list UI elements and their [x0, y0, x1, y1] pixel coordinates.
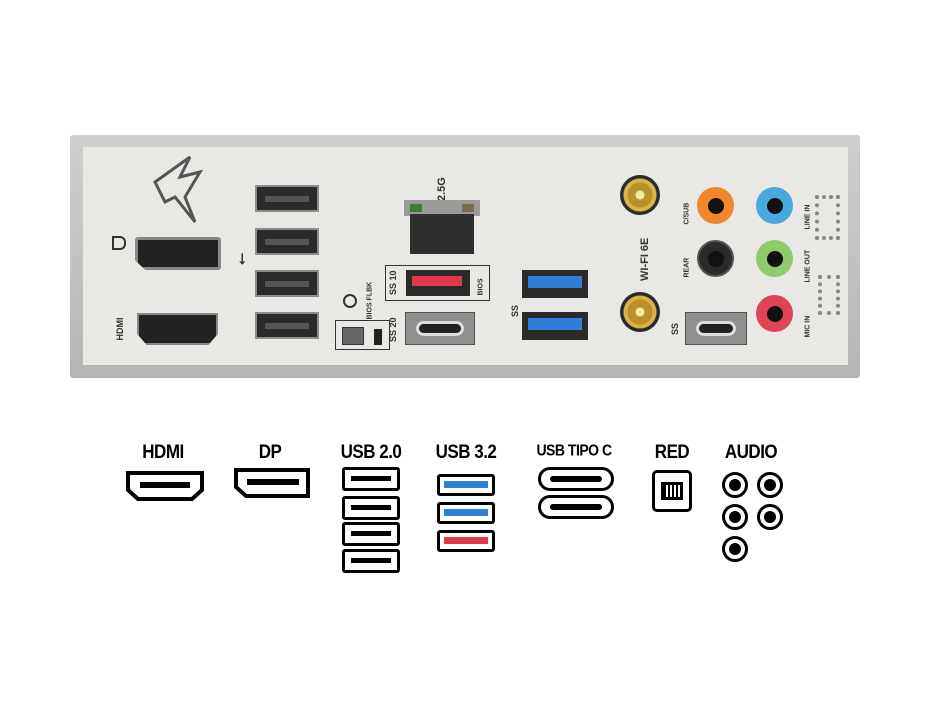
- mic-in-audio-jack: [756, 295, 793, 332]
- usb2-icon: [342, 522, 400, 546]
- usb2-icon: [342, 549, 400, 573]
- rear-label: REAR: [683, 257, 691, 278]
- ss-label-right: SS: [670, 322, 680, 335]
- line-in-label: LINE IN: [804, 204, 812, 230]
- usb-c-port: [405, 312, 475, 345]
- usb-bios-port-box: [385, 265, 490, 301]
- usb2-icon: [342, 467, 400, 491]
- usb32-blue-icon: [437, 474, 495, 496]
- wifi-antenna-connector: [620, 292, 660, 332]
- usb32-port-blue: [522, 270, 588, 298]
- ss10-label: SS 10: [388, 270, 398, 295]
- audio-jack-icon: [722, 536, 748, 562]
- hdmi-port: [137, 313, 218, 345]
- rog-logo-icon: [153, 155, 204, 223]
- audio-jack-icon: [722, 472, 748, 498]
- refresh-icon: [343, 294, 357, 308]
- displayport-port: [135, 237, 221, 270]
- pixel-art-decoration-icon: [815, 195, 840, 240]
- audio-jack-icon: [757, 472, 783, 498]
- usb32-red-icon: [437, 530, 495, 552]
- audio-jack-icon: [757, 504, 783, 530]
- usb2-port: [255, 228, 319, 255]
- legend-label-usb32: USB 3.2: [435, 440, 497, 463]
- mic-in-label: MIC IN: [804, 315, 812, 338]
- line-out-label: LINE OUT: [804, 249, 812, 283]
- wifi-antenna-connector: [620, 175, 660, 215]
- rear-audio-jack: [697, 240, 734, 277]
- usb2-port: [255, 312, 319, 339]
- legend-label-red: RED: [654, 440, 690, 463]
- displayport-icon: [112, 236, 126, 250]
- usb2-port: [255, 185, 319, 212]
- bios-flbk-label: BIOS FLBK: [366, 281, 374, 320]
- legend-label-usb20: USB 2.0: [340, 440, 402, 463]
- ss-label: SS: [510, 304, 520, 317]
- usb-c-port: [685, 312, 747, 345]
- csub-label: C/SUB: [683, 202, 691, 225]
- wifi-label: WI-FI 6E: [639, 237, 651, 281]
- ethernet-icon: [652, 470, 692, 512]
- pixel-art-decoration-icon: [818, 275, 840, 315]
- usb-c-icon: [538, 467, 614, 491]
- usb2-icon: [342, 496, 400, 520]
- usb32-blue-icon: [437, 502, 495, 524]
- usb32-port-blue: [522, 312, 588, 340]
- line-out-audio-jack: [756, 240, 793, 277]
- bios-label: BIOS: [477, 278, 485, 296]
- line-in-audio-jack: [756, 187, 793, 224]
- usb2-port: [255, 270, 319, 297]
- audio-jack-icon: [722, 504, 748, 530]
- csub-audio-jack: [697, 187, 734, 224]
- hdmi-icon: [126, 471, 204, 501]
- bios-flashback-button[interactable]: [335, 320, 390, 350]
- legend-label-dp: DP: [258, 440, 282, 463]
- legend-label-usb-c: USB TIPO C: [536, 440, 612, 460]
- legend-label-hdmi: HDMI: [142, 440, 184, 463]
- hdmi-label: HDMI: [115, 317, 125, 341]
- ethernet-port: [410, 214, 474, 254]
- legend-label-audio: AUDIO: [724, 440, 778, 463]
- lan-led-bar: [404, 200, 480, 216]
- ss20-label: SS 20: [388, 317, 398, 342]
- lan-speed-label: 2.5G: [436, 177, 448, 201]
- displayport-icon: [234, 468, 310, 498]
- usb-c-icon: [538, 495, 614, 519]
- usb-icon: ⭠: [233, 252, 251, 266]
